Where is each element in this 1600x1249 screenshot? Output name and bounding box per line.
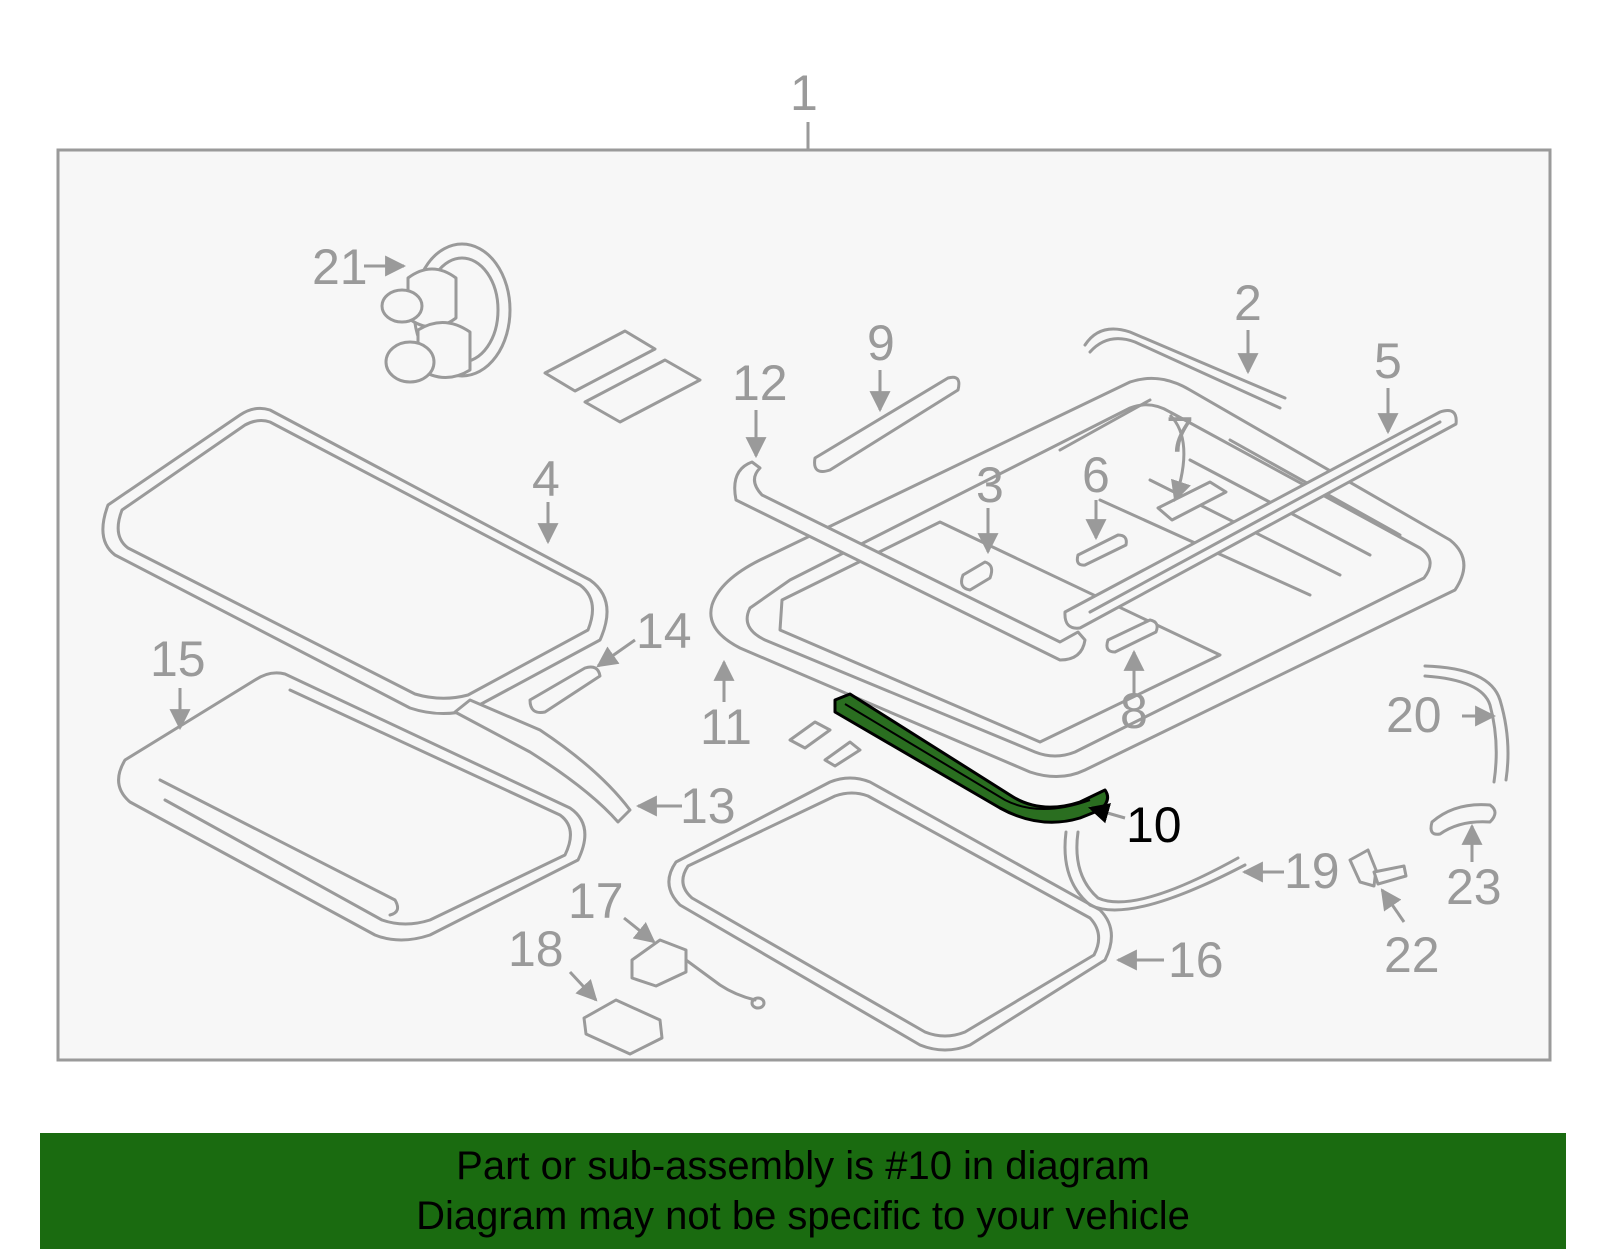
label-13: 13 [680, 778, 736, 834]
label-23: 23 [1446, 859, 1502, 915]
label-5: 5 [1374, 333, 1402, 389]
fastener-22[interactable] [1348, 848, 1408, 888]
label-14: 14 [636, 603, 692, 659]
assembly-label: 1 [790, 65, 818, 121]
glass-panel[interactable] [101, 406, 609, 715]
slide-bracket[interactable] [1156, 480, 1228, 522]
label-2: 2 [1234, 275, 1262, 331]
mount-bracket [788, 720, 862, 768]
actuator-17[interactable] [630, 938, 766, 1010]
small-clip[interactable] [960, 560, 994, 592]
box-18[interactable] [582, 998, 664, 1056]
glass-seal[interactable] [667, 776, 1113, 1052]
label-22: 22 [1384, 927, 1440, 983]
label-3: 3 [976, 457, 1004, 513]
rear-seal[interactable] [1083, 327, 1287, 400]
label-21: 21 [312, 239, 368, 295]
slide-block[interactable] [1075, 533, 1128, 567]
front-rail[interactable] [733, 460, 1087, 662]
hose-20[interactable] [1423, 664, 1510, 782]
label-7: 7 [1166, 407, 1194, 463]
label-11: 11 [700, 699, 752, 755]
label-16: 16 [1168, 932, 1224, 988]
label-17: 17 [568, 873, 624, 929]
drain-hose-highlighted[interactable] [833, 692, 1110, 824]
banner-line-1: Part or sub-assembly is #10 in diagram [456, 1144, 1150, 1188]
banner-line-2: Diagram may not be specific to your vehi… [416, 1194, 1190, 1238]
label-15: 15 [150, 631, 206, 687]
label-6: 6 [1082, 447, 1110, 503]
deflector-arm[interactable] [453, 698, 632, 824]
label-4: 4 [532, 451, 560, 507]
hose-19[interactable] [1063, 830, 1247, 912]
sunshade[interactable] [117, 671, 587, 942]
label-12: 12 [732, 355, 788, 411]
elbow-23[interactable] [1429, 803, 1497, 836]
label-9: 9 [867, 315, 895, 371]
guide-piece[interactable] [813, 375, 961, 473]
info-banner: Part or sub-assembly is #10 in diagram D… [40, 1133, 1566, 1249]
lower-block[interactable] [1105, 618, 1159, 654]
pad-pair [543, 329, 702, 424]
label-18: 18 [508, 921, 564, 977]
clip-part[interactable] [528, 665, 602, 714]
label-19: 19 [1284, 843, 1340, 899]
label-20: 20 [1386, 687, 1442, 743]
label-8: 8 [1120, 683, 1148, 739]
label-10: 10 [1126, 797, 1182, 853]
sunroof-motor[interactable] [380, 242, 512, 384]
